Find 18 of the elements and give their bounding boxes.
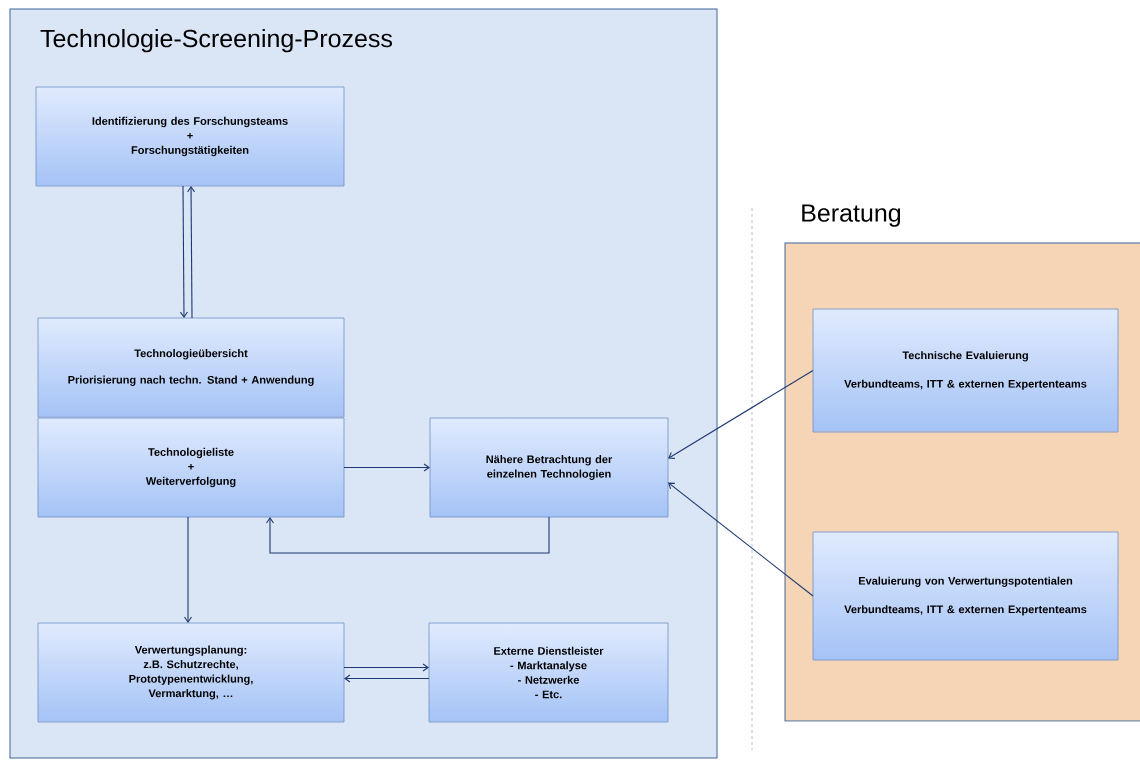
arrow (344, 674, 430, 683)
arrow (343, 463, 430, 472)
process-box: Technologieübersicht Priorisierung nach techn. Stand + Anwendung (37, 317, 345, 418)
process-box: Identifizierung des Forschungsteams + Forschungstätigkeiten (35, 86, 345, 187)
arrow (265, 516, 550, 554)
arrow (668, 482, 814, 597)
process-box: Technologieliste + Weiterverfolgung (37, 417, 345, 518)
arrow (668, 369, 814, 459)
arrow (187, 186, 196, 319)
arrow (179, 185, 188, 318)
process-box: Evaluierung von Verwertungspotentialen Verbundteams, ITT & externen Expertenteams (812, 531, 1119, 661)
process-box: Nähere Betrachtung der einzelnen Technologien (429, 417, 669, 518)
process-box: Externe Dienstleister - Marktanalyse - Netzwerke - Etc. (428, 622, 669, 723)
arrow (183, 516, 193, 623)
process-box: Verwertungsplanung: z.B. Schutzrechte, Prototypenentwicklung, Vermarktung, … (37, 622, 345, 723)
process-box: Technische Evaluierung Verbundteams, ITT & externen Expertenteams (812, 308, 1119, 433)
arrow (343, 663, 429, 672)
node-label: Beratung (802, 204, 901, 227)
